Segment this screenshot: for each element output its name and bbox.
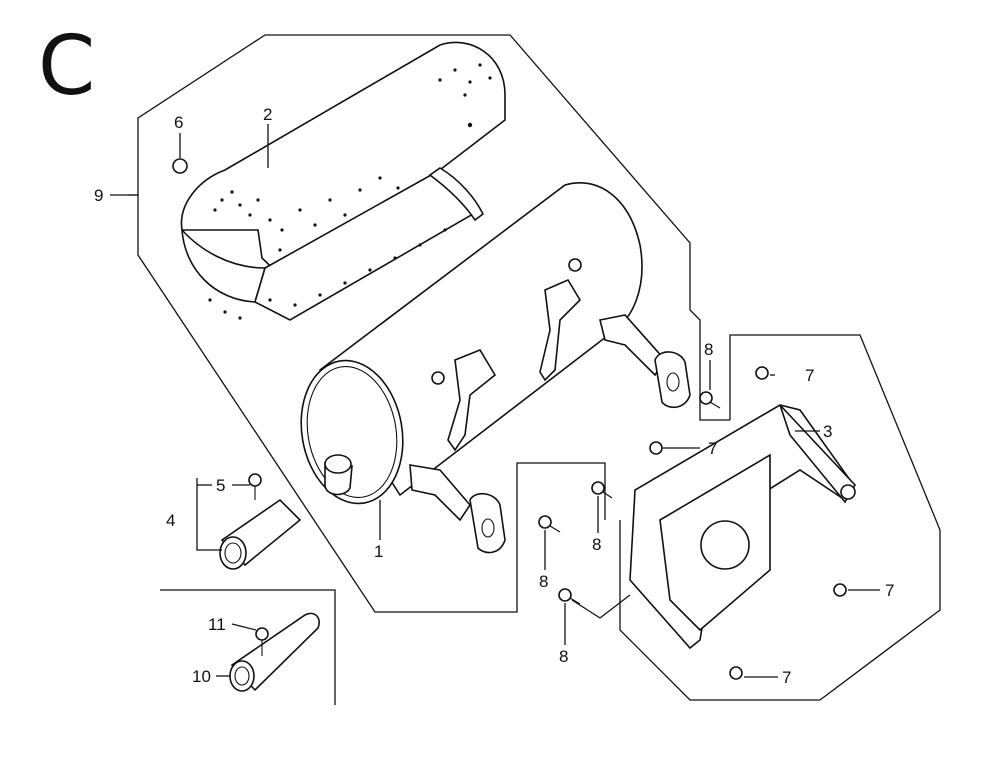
mounting-bracket xyxy=(629,404,856,650)
muffler-body xyxy=(300,182,691,554)
callout-8d: 8 xyxy=(559,647,568,666)
callout-11: 11 xyxy=(208,615,226,634)
muffler-group-outline-lower xyxy=(137,195,606,613)
callout-7b: 7 xyxy=(708,439,717,458)
spark-arrester xyxy=(229,612,320,692)
group-outlines xyxy=(128,34,941,705)
callout-3: 3 xyxy=(823,422,832,441)
heat-shield xyxy=(180,41,506,321)
callout-4: 4 xyxy=(166,511,175,530)
callout-7c: 7 xyxy=(885,581,894,600)
callout-9: 9 xyxy=(94,186,103,205)
tailpipe-group-outline xyxy=(160,589,336,705)
callout-6: 6 xyxy=(174,113,183,132)
leader-lines xyxy=(110,124,880,678)
callout-10: 10 xyxy=(192,667,211,686)
callout-8b: 8 xyxy=(539,572,548,591)
callout-8a: 8 xyxy=(704,340,713,359)
callout-7a: 7 xyxy=(805,366,814,385)
muffler-group-outline xyxy=(128,34,730,421)
callout-8c: 8 xyxy=(592,535,601,554)
fasteners xyxy=(172,158,847,680)
bracket-group-outline xyxy=(619,334,941,701)
callout-7d: 7 xyxy=(782,668,791,687)
tail-pipe xyxy=(219,498,302,570)
section-letter: C xyxy=(38,19,95,114)
callout-2: 2 xyxy=(263,105,272,124)
callout-1: 1 xyxy=(374,542,383,561)
callout-5: 5 xyxy=(216,476,225,495)
callout-labels: 6 2 9 1 3 4 5 7 7 7 7 8 8 8 8 10 11 xyxy=(94,105,894,687)
